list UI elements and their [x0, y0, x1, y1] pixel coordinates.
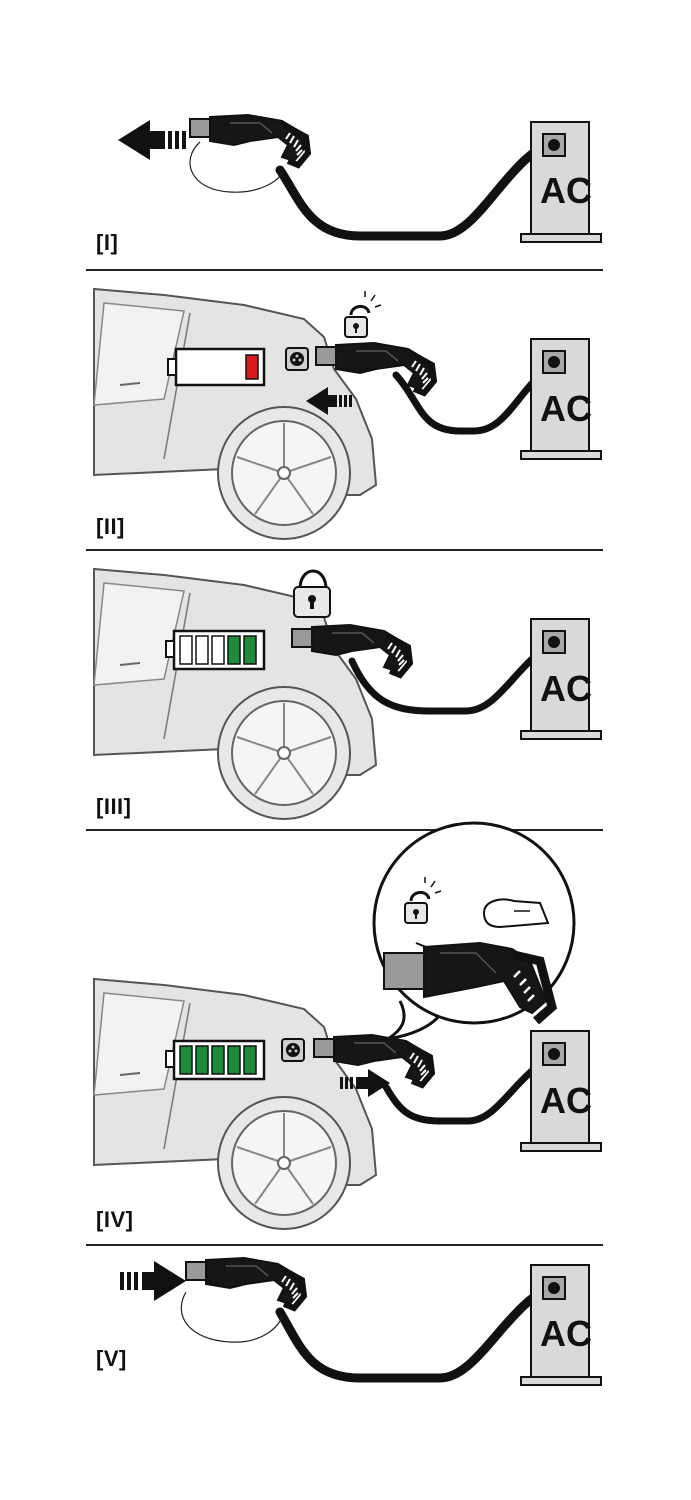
car-icon	[93, 978, 377, 1230]
arrow-left-icon	[306, 387, 352, 415]
car-icon	[93, 568, 377, 820]
divider	[86, 549, 603, 551]
step-3-illustration: AC	[93, 568, 602, 820]
step-1-illustration: AC	[118, 0, 602, 243]
zoom-callout	[372, 821, 576, 1041]
step-4-illustration: AC	[93, 821, 602, 1230]
charging-plug-icon	[190, 115, 308, 165]
step-2-illustration: AC	[93, 288, 602, 540]
step-3-panel: AC [III]	[0, 551, 691, 829]
step-5-illustration: AC	[120, 1246, 602, 1386]
step-5-panel: AC [V]	[0, 1246, 691, 1500]
station-label: AC	[540, 668, 592, 709]
cable	[275, 135, 565, 241]
arrow-right-icon	[120, 1261, 186, 1301]
cable	[382, 1049, 564, 1125]
divider	[86, 269, 603, 271]
step-label: [V]	[96, 1346, 127, 1371]
station-label: AC	[540, 388, 592, 429]
step-label: [IV]	[96, 1207, 134, 1232]
step-4-panel: AC [IV]	[0, 821, 691, 1244]
socket-icon	[285, 347, 309, 371]
step-label: [I]	[96, 230, 119, 255]
car-icon	[93, 288, 377, 540]
step-2-panel: AC [II]	[0, 271, 691, 549]
charging-plug-icon	[186, 1258, 304, 1308]
step-label: [II]	[96, 514, 125, 539]
socket-icon	[281, 1038, 305, 1062]
charging-plug-icon	[383, 941, 558, 1025]
battery-icon	[167, 347, 266, 387]
station-label: AC	[540, 1313, 592, 1354]
step-1-panel: AC [I]	[0, 0, 691, 270]
battery-icon	[165, 629, 266, 671]
divider	[86, 1244, 603, 1246]
padlock-closed-icon	[293, 569, 331, 618]
station-label: AC	[540, 1080, 592, 1121]
arrow-right-icon	[340, 1069, 390, 1097]
step-label: [III]	[96, 794, 132, 819]
arrow-left-icon	[118, 120, 186, 160]
battery-icon	[165, 1039, 266, 1081]
divider	[86, 829, 603, 831]
station-label: AC	[540, 170, 592, 211]
padlock-open-icon	[343, 289, 383, 339]
cable	[275, 1279, 565, 1383]
cable	[348, 635, 564, 715]
finger-icon	[482, 898, 550, 929]
